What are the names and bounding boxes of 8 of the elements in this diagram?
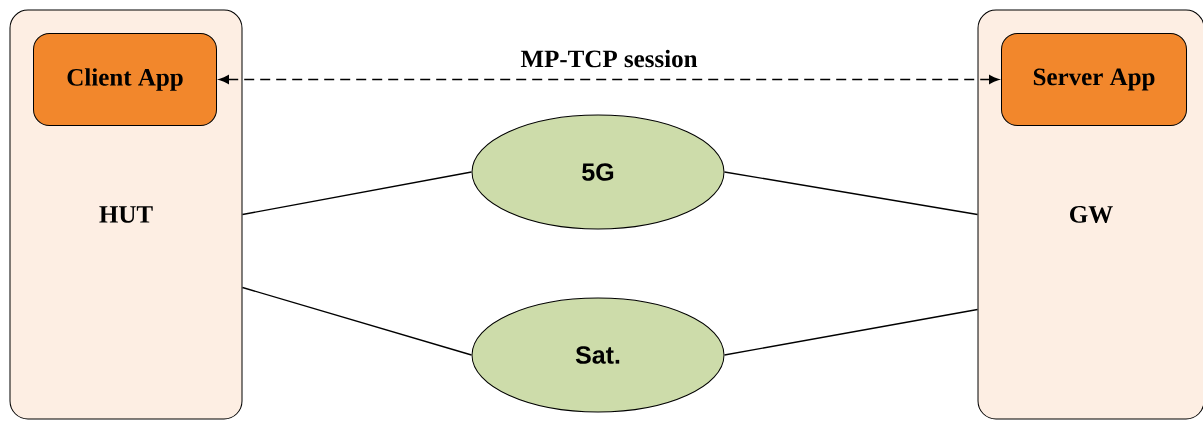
edge-label: MP-TCP session [518, 47, 700, 70]
connector-line [241, 171, 473, 216]
connector-line [723, 308, 979, 356]
connector-line [241, 286, 473, 356]
app-box: Server App [1001, 33, 1187, 126]
connector-line [723, 171, 979, 216]
arrow [219, 75, 999, 84]
app-box: Client App [33, 33, 217, 126]
